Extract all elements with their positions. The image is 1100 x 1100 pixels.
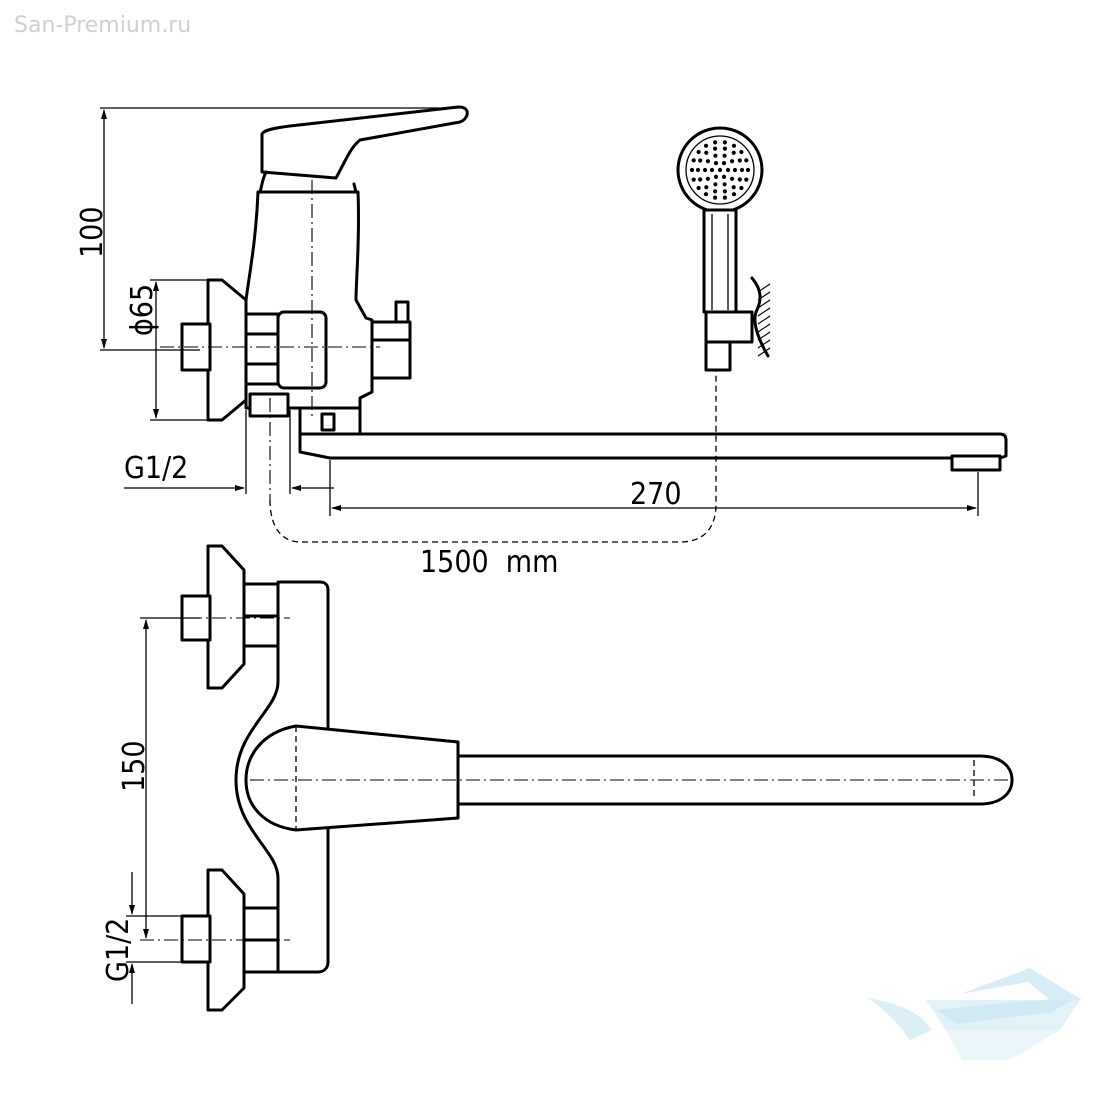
nozzle-dot xyxy=(698,177,703,182)
nozzle-dot xyxy=(705,176,711,181)
hatch-line xyxy=(757,339,771,349)
dim-flange: ϕ65 xyxy=(125,279,214,421)
dim-height-label: 100 xyxy=(75,206,110,258)
connector-bottom xyxy=(180,914,212,964)
nozzle-dot xyxy=(730,176,735,181)
nozzle-dot xyxy=(691,158,696,163)
watermark-text: San-Premium.ru xyxy=(14,13,191,38)
nozzle-dot xyxy=(731,185,736,190)
dim-spacing-label: 150 xyxy=(117,740,152,792)
nozzle-dot xyxy=(725,167,731,173)
dim-flange-label: ϕ65 xyxy=(125,284,160,336)
nozzle-dot xyxy=(717,167,723,173)
nozzle-dot xyxy=(731,143,737,148)
nozzle-dot xyxy=(696,149,701,155)
nozzle-dot xyxy=(737,177,742,182)
nozzle-dot xyxy=(739,185,744,191)
hatch-line xyxy=(757,347,771,357)
nozzle-dot xyxy=(722,140,728,145)
nozzle-dot xyxy=(713,182,718,187)
nozzle-dot xyxy=(732,167,738,173)
wall-flange xyxy=(206,278,248,422)
body-window xyxy=(276,310,328,390)
front-lever xyxy=(244,724,460,832)
nozzle-dot xyxy=(713,195,718,200)
hex-nut xyxy=(244,312,280,386)
nozzle-dot xyxy=(730,159,735,164)
diverter-tip xyxy=(394,300,410,324)
nozzle-dot xyxy=(703,143,709,148)
nozzle-dot xyxy=(698,158,703,163)
shower-outlet xyxy=(248,392,290,418)
nozzle-dot xyxy=(713,153,718,158)
diverter-knob xyxy=(370,320,412,380)
nozzle-dot xyxy=(702,167,708,173)
nozzle-dot xyxy=(689,167,695,173)
nozzle-dot xyxy=(739,167,745,173)
hand-shower xyxy=(676,126,771,372)
nozzle-dot xyxy=(713,189,718,194)
nozzle-dot xyxy=(739,149,744,155)
nozzle-dot xyxy=(705,159,711,164)
nozzle-dot xyxy=(695,167,701,173)
nozzle-dot xyxy=(713,161,719,166)
nozzle-dot xyxy=(703,192,709,197)
nozzle-dot xyxy=(731,192,737,197)
hatch-line xyxy=(757,315,771,325)
hatch-line xyxy=(757,323,771,333)
dim-thread-side-label: G1/2 xyxy=(124,451,188,486)
dim-hose-label: 1500 mm xyxy=(420,545,558,580)
front-view: 150 G1/2 xyxy=(101,544,1014,1012)
nozzle-dot xyxy=(722,189,728,194)
dim-spout-label: 270 xyxy=(630,477,682,512)
spout xyxy=(298,432,1008,460)
side-view: 100 ϕ65 G1/2 270 1500 mm xyxy=(75,105,1008,580)
hatch-line xyxy=(757,331,771,341)
nozzle-dot xyxy=(721,161,727,166)
hatch-line xyxy=(757,307,771,317)
nozzle-dot xyxy=(737,158,742,163)
nozzle-dot xyxy=(744,177,749,182)
shower-nozzles xyxy=(689,140,751,200)
nozzle-dot xyxy=(691,177,696,182)
bathtub-logo-icon xyxy=(868,968,1082,1060)
dim-height: 100 xyxy=(75,107,460,351)
nozzle-dot xyxy=(721,174,727,179)
nozzle-dot xyxy=(731,150,736,155)
dim-thread-side: G1/2 xyxy=(124,410,334,494)
hatch-line xyxy=(757,299,771,309)
hatch-line xyxy=(757,291,771,301)
nozzle-dot xyxy=(696,185,701,191)
dim-spacing: 150 xyxy=(117,617,200,939)
wall-section xyxy=(750,276,770,358)
nozzle-dot xyxy=(713,146,718,151)
nozzle-dot xyxy=(709,167,715,173)
dim-thread-front-label: G1/2 xyxy=(101,918,136,982)
nozzle-dot xyxy=(722,195,728,200)
aerator xyxy=(950,454,1002,472)
nozzle-dot xyxy=(745,167,751,173)
shower-hose xyxy=(269,370,717,543)
nozzle-dot xyxy=(704,150,709,155)
dim-thread-front: G1/2 xyxy=(101,872,200,1004)
nozzle-dot xyxy=(744,158,749,163)
dim-spout: 270 xyxy=(329,460,979,516)
nozzle-dot xyxy=(722,146,728,151)
flange-top xyxy=(206,544,246,690)
shower-holder xyxy=(704,310,754,344)
nozzle-dot xyxy=(722,153,727,158)
nozzle-dot xyxy=(722,182,727,187)
nozzle-dot xyxy=(704,185,709,190)
hatch-line xyxy=(757,283,771,293)
nozzle-dot xyxy=(713,140,718,145)
nozzle-dot xyxy=(713,174,719,179)
lever-handle xyxy=(260,105,469,180)
